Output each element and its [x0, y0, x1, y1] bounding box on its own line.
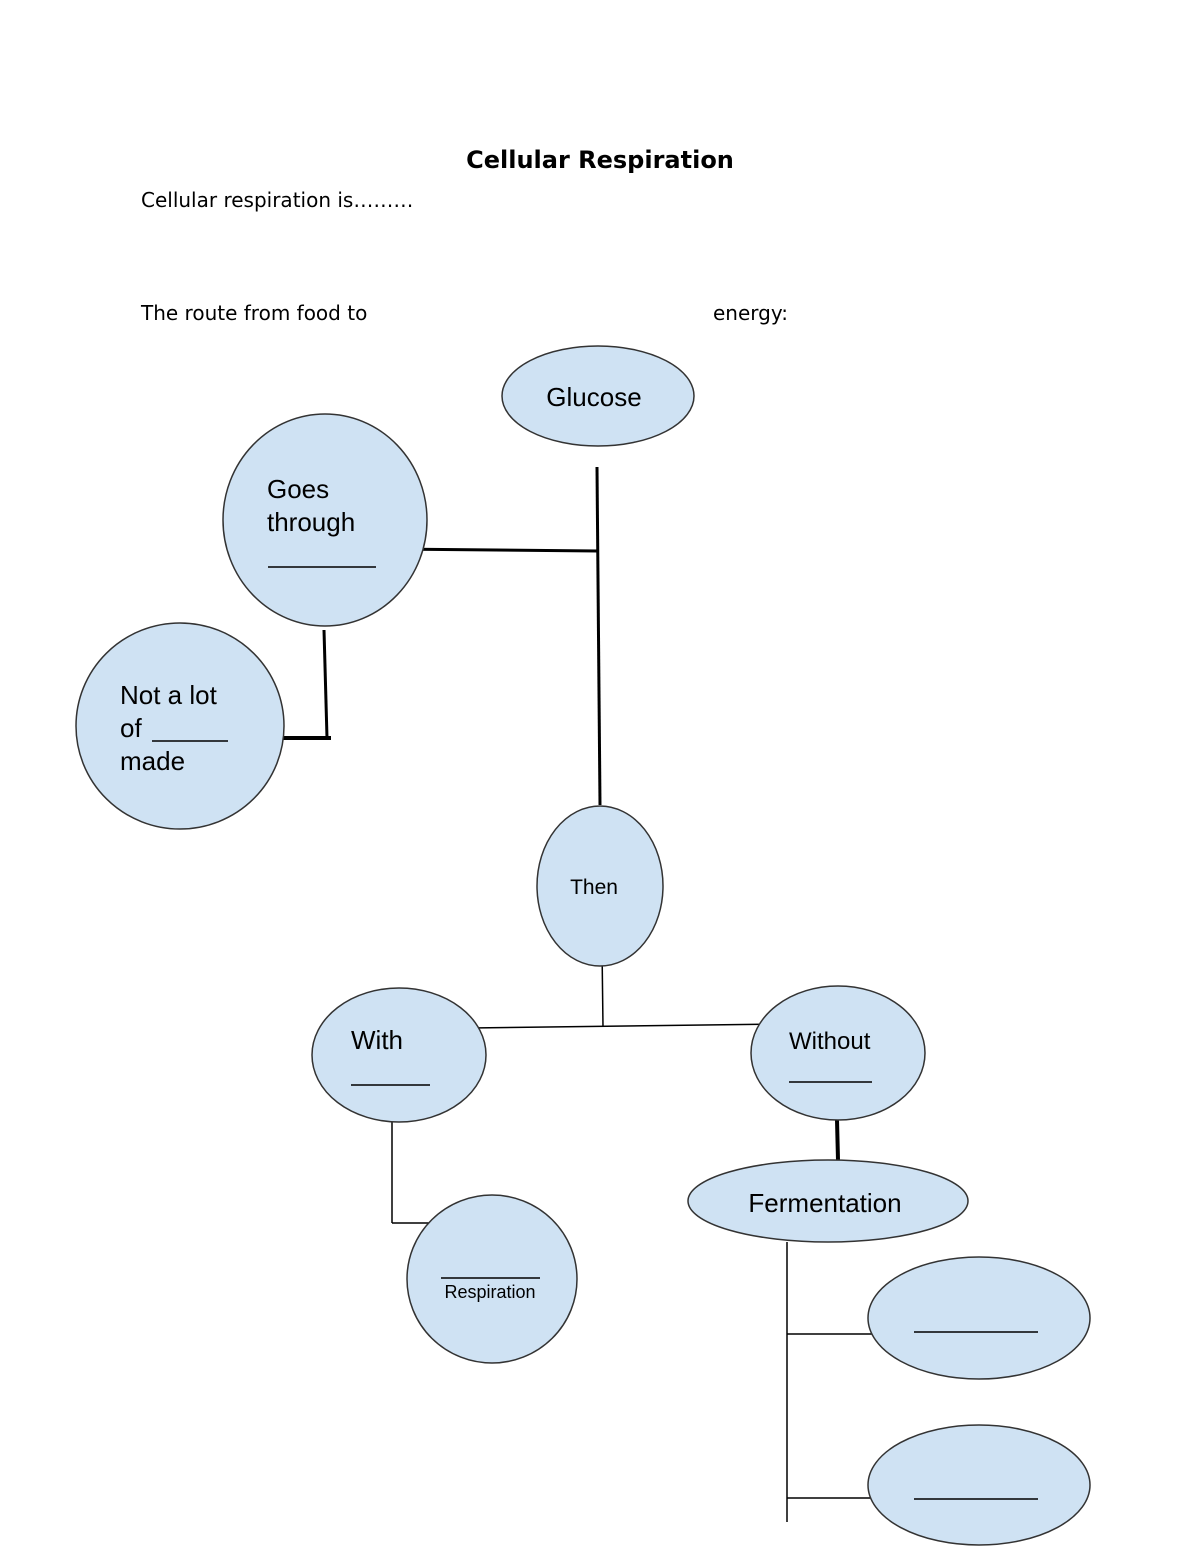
then-label: Then — [570, 876, 618, 899]
node-respiration: Respiration — [406, 1194, 578, 1364]
glucose-label: Glucose — [546, 382, 641, 412]
fermentation-label: Fermentation — [748, 1188, 901, 1218]
node-fermentation: Fermentation — [687, 1159, 969, 1243]
page-title: Cellular Respiration — [466, 146, 734, 174]
node-with: With — [311, 987, 487, 1123]
connector-glycolysis-trunk — [389, 547, 599, 553]
with-label: With — [351, 1025, 403, 1055]
connector-glucose-then — [595, 466, 602, 806]
node-then: Then — [536, 805, 664, 967]
route-prompt: The route from food to — [141, 301, 368, 325]
goes-through-label-2: through — [267, 507, 355, 537]
not-a-lot-label-1: Not a lot — [120, 680, 218, 710]
connector-without-ferm — [835, 1119, 840, 1161]
node-not-a-lot: Not a lot of made — [75, 622, 285, 830]
route-prompt-end: energy: — [713, 301, 788, 325]
node-blank-1 — [867, 1256, 1091, 1380]
respiration-label: Respiration — [444, 1282, 535, 1302]
connector-glycolysis-down — [322, 629, 329, 739]
goes-through-label-1: Goes — [267, 474, 329, 504]
node-without: Without — [750, 985, 926, 1121]
without-label: Without — [789, 1028, 871, 1055]
not-a-lot-label-3: made — [120, 746, 185, 776]
node-glucose: Glucose — [501, 345, 695, 447]
node-blank-2 — [867, 1424, 1091, 1546]
intro-prompt: Cellular respiration is……… — [141, 188, 414, 212]
connector-branch — [469, 1023, 779, 1029]
not-a-lot-label-2: of — [120, 713, 142, 743]
node-goes-through: Goes through — [222, 413, 428, 627]
connectors — [283, 466, 872, 1522]
